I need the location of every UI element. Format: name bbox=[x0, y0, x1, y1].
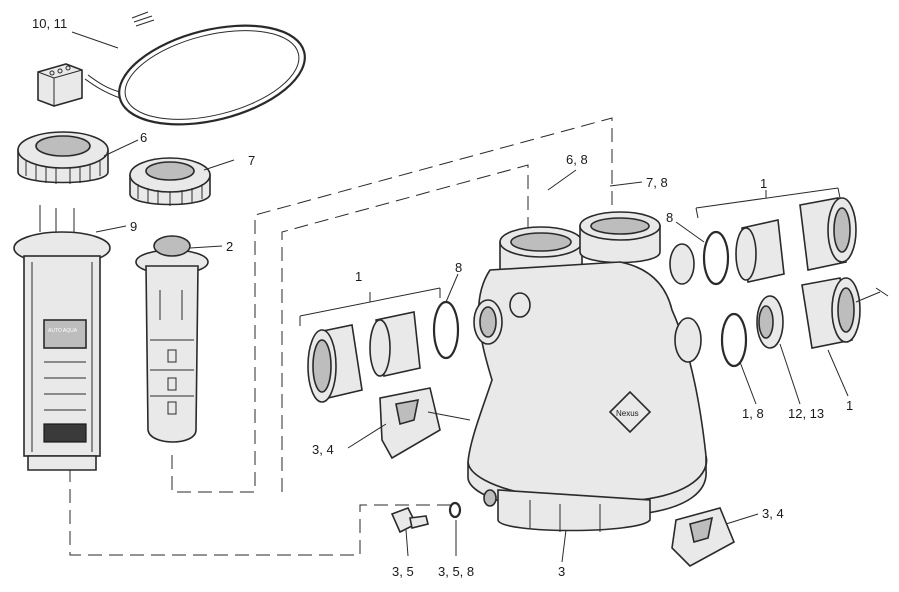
callout-7: 7 bbox=[248, 153, 255, 168]
salt-cell: AUTO AQUA bbox=[13, 205, 111, 471]
drain-oring bbox=[448, 501, 462, 519]
callout-3-5: 3, 5 bbox=[392, 564, 414, 579]
power-cable bbox=[37, 11, 306, 126]
left-union-assembly bbox=[307, 300, 460, 403]
callout-1-right: 1 bbox=[846, 398, 853, 413]
callout-10-11: 10, 11 bbox=[32, 16, 67, 31]
main-housing: Nexus bbox=[467, 211, 708, 532]
callout-8-right: 8 bbox=[666, 210, 673, 225]
callout-6: 6 bbox=[140, 130, 147, 145]
right-union-bottom bbox=[720, 277, 889, 368]
callout-1-8: 1, 8 bbox=[742, 406, 764, 421]
callout-9: 9 bbox=[130, 219, 137, 234]
clamp-right bbox=[671, 507, 736, 567]
cell-label-text: AUTO AQUA bbox=[48, 328, 78, 334]
guide-line-inner bbox=[281, 164, 529, 492]
cell-cap bbox=[17, 131, 109, 184]
callout-2: 2 bbox=[226, 239, 233, 254]
callout-labels: 10, 11 6 7 9 2 6, 8 7, 8 1 8 1 8 3, 4 1,… bbox=[32, 16, 853, 579]
callout-3-4-left: 3, 4 bbox=[312, 442, 334, 457]
callout-1-left: 1 bbox=[355, 269, 362, 284]
callout-12-13: 12, 13 bbox=[788, 406, 824, 421]
callout-1-top: 1 bbox=[760, 176, 767, 191]
cable-connector bbox=[37, 63, 83, 107]
housing-logo-text: Nexus bbox=[616, 409, 639, 418]
cell-label-plate bbox=[43, 319, 87, 349]
callout-6-8: 6, 8 bbox=[566, 152, 588, 167]
drain-plug bbox=[390, 506, 429, 534]
clamp-left bbox=[379, 387, 441, 460]
callout-3-5-8: 3, 5, 8 bbox=[438, 564, 474, 579]
callout-3: 3 bbox=[558, 564, 565, 579]
cartridge-cap bbox=[129, 157, 211, 206]
housing-logo-badge bbox=[608, 390, 652, 434]
assembly-guide-lines bbox=[69, 117, 613, 556]
cartridge bbox=[135, 235, 209, 443]
callout-3-4-right: 3, 4 bbox=[762, 506, 784, 521]
guide-line-outer bbox=[171, 117, 613, 493]
right-union-top bbox=[702, 197, 857, 286]
callout-8-left: 8 bbox=[455, 260, 462, 275]
callout-7-8: 7, 8 bbox=[646, 175, 668, 190]
callout-leaders bbox=[71, 31, 849, 563]
